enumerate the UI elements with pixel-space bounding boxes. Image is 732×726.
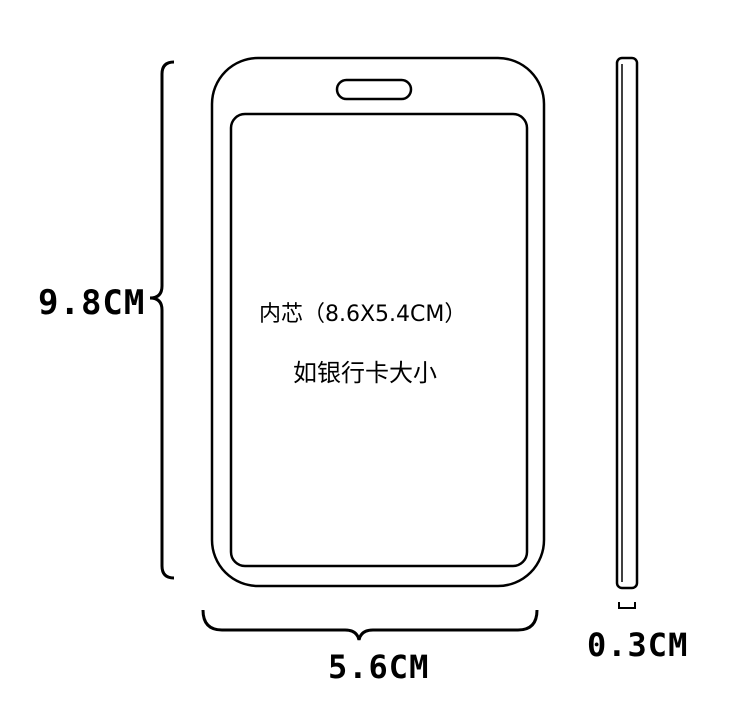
holder-inner-window [229,112,529,568]
insert-note-label: 如银行卡大小 [293,359,437,387]
width-brace [201,609,539,641]
thickness-brace [618,602,636,609]
thickness-label: 0.3CM [587,626,689,664]
holder-outer-frame [210,56,546,588]
lanyard-slot [335,78,413,101]
height-brace [149,60,175,580]
insert-size-label: 内芯（8.6X5.4CM） [259,302,467,327]
width-label: 5.6CM [328,648,430,686]
height-label: 9.8CM [38,283,146,323]
holder-side-view [615,56,639,590]
